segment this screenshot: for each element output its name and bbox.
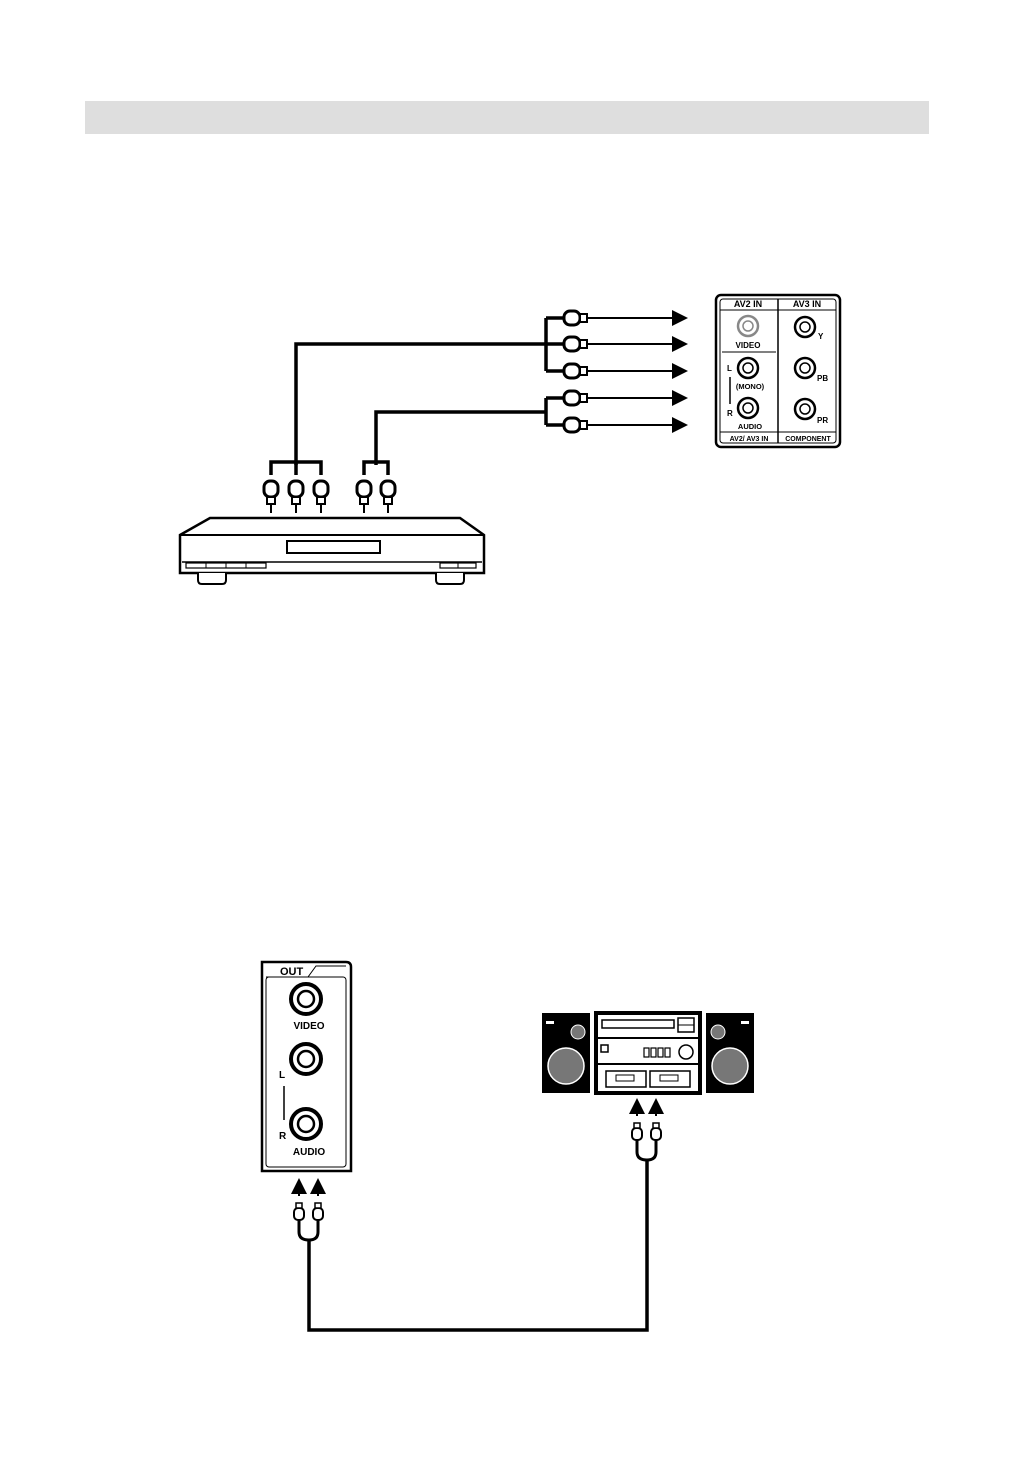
- dvd-connection-diagram: AV2 IN AV3 IN VIDEO L (MONO) R AUDIO AV2…: [180, 295, 840, 584]
- rca-plug-icon: [313, 1203, 323, 1220]
- av2-in-label: AV2 IN: [734, 299, 762, 309]
- video-out-label: VIDEO: [293, 1021, 324, 1032]
- out-panel: OUT VIDEO L R AUDIO: [262, 962, 351, 1171]
- speaker-icon: [706, 1013, 754, 1093]
- audio-label: AUDIO: [738, 422, 762, 431]
- rca-plug-icon: [564, 391, 596, 405]
- stereo-system-icon: [542, 1011, 754, 1095]
- pb-label: PB: [817, 374, 828, 383]
- video-label: VIDEO: [736, 341, 761, 350]
- rca-plug-icon: [632, 1123, 642, 1140]
- rca-plug-icon: [564, 364, 596, 378]
- rca-plug-icon: [294, 1203, 304, 1220]
- y-label: Y: [818, 332, 824, 341]
- component-label: COMPONENT: [785, 436, 831, 443]
- rca-plug-icon: [357, 481, 371, 513]
- out-label: OUT: [280, 966, 304, 978]
- audio-out-label: AUDIO: [293, 1147, 325, 1158]
- stereo-receiver-icon: [594, 1011, 702, 1095]
- audio-out-connection-diagram: OUT VIDEO L R AUDIO: [262, 962, 754, 1330]
- dvd-player-icon: [180, 518, 484, 584]
- rca-plug-icon: [564, 418, 596, 432]
- pr-label: PR: [817, 416, 828, 425]
- rca-plug-icon: [651, 1123, 661, 1140]
- speaker-icon: [542, 1013, 590, 1093]
- rca-plug-icon: [314, 481, 328, 513]
- rca-plug-icon: [264, 481, 278, 513]
- l-out-label: L: [279, 1070, 285, 1081]
- rca-plug-icon: [289, 481, 303, 513]
- rca-plug-icon: [564, 337, 596, 351]
- av3-in-label: AV3 IN: [793, 299, 821, 309]
- mono-label: (MONO): [736, 382, 765, 391]
- av2-av3-in-label: AV2/ AV3 IN: [730, 436, 769, 443]
- r-out-label: R: [279, 1131, 287, 1142]
- rca-plug-icon: [381, 481, 395, 513]
- rca-plug-icon: [564, 311, 596, 325]
- audio-r-label: R: [727, 409, 733, 418]
- tv-input-panel: AV2 IN AV3 IN VIDEO L (MONO) R AUDIO AV2…: [716, 295, 840, 447]
- audio-l-label: L: [727, 364, 732, 373]
